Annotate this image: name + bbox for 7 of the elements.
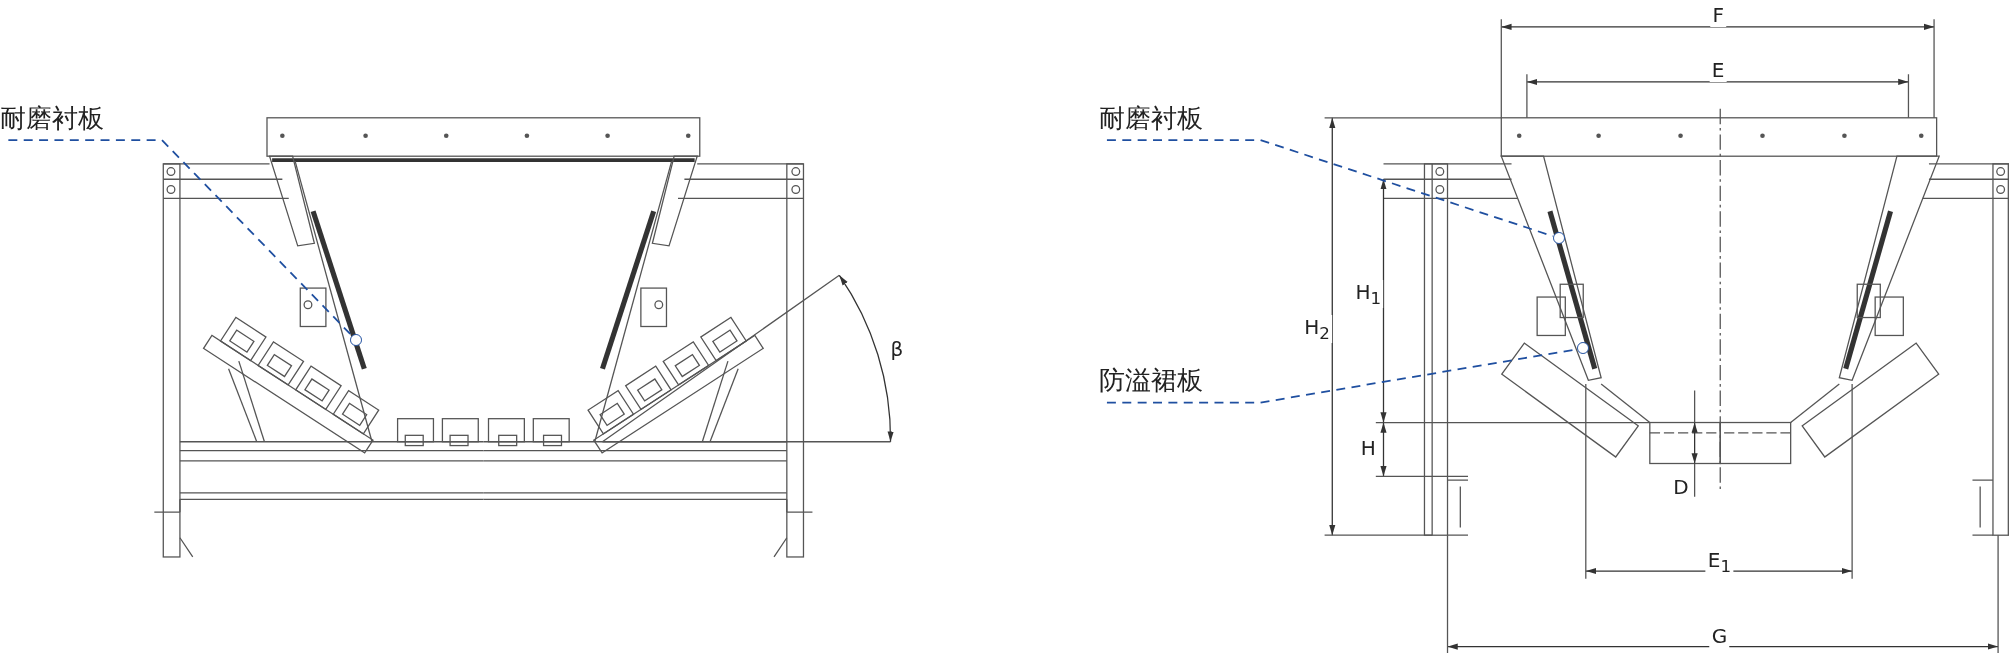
callout-label: 耐磨衬板 bbox=[0, 102, 104, 133]
leader-line bbox=[1106, 139, 1554, 238]
leader-point bbox=[349, 334, 362, 347]
leader-point bbox=[1577, 342, 1590, 354]
callout-label: 耐磨衬板 bbox=[1099, 102, 1204, 133]
leader-line bbox=[7, 139, 354, 337]
callout-label: 防溢裙板 bbox=[1099, 365, 1204, 396]
